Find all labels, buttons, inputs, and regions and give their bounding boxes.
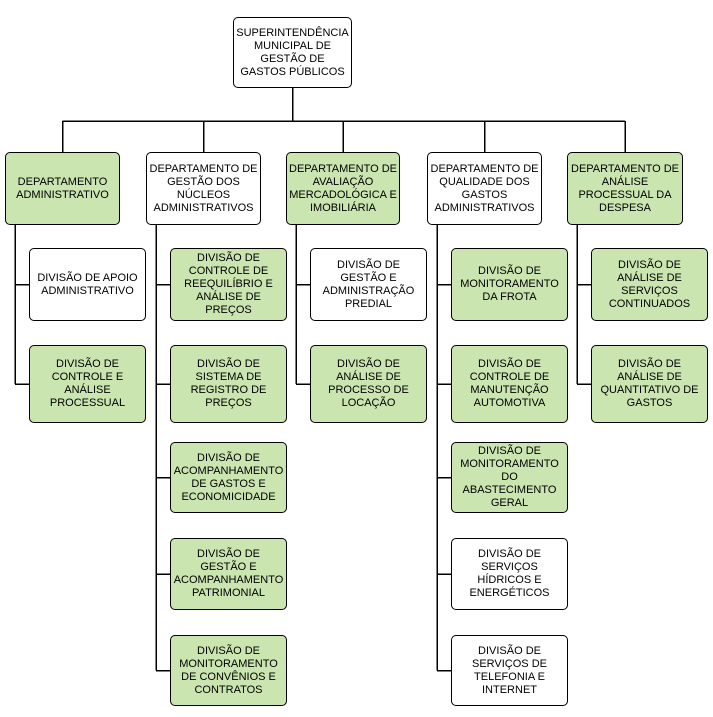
div-controle-analise-processual[interactable]: DIVISÃO DE CONTROLE E ANÁLISE PROCESSUAL (29, 345, 146, 423)
div-analise-processo-locacao[interactable]: DIVISÃO DE ANÁLISE DE PROCESSO DE LOCAÇÃ… (310, 345, 427, 423)
node-label: DIVISÃO DE MONITORAMENTO DA FROTA (460, 265, 559, 303)
node-label: DIVISÃO DE SERVIÇOS DE TELEFONIA E INTER… (472, 644, 547, 696)
div-monitoramento-convenios-contratos[interactable]: DIVISÃO DE MONITORAMENTO DE CONVÊNIOS E … (170, 635, 287, 706)
node-label: DIVISÃO DE CONTROLE E ANÁLISE PROCESSUAL (49, 358, 126, 409)
node-label: DIVISÃO DE GESTÃO E ACOMPANHAMENTO PATRI… (173, 548, 284, 599)
node-label: DIVISÃO DE CONTROLE DE MANUTENÇÃO AUTOMO… (469, 358, 550, 409)
connector-dept3-divisions (295, 225, 310, 385)
div-analise-quantitativo-gastos[interactable]: DIVISÃO DE ANÁLISE DE QUANTITATIVO DE GA… (591, 345, 708, 423)
connector-department-bus (61, 120, 626, 152)
node-label: DIVISÃO DE GESTÃO E ADMINISTRAÇÃO PREDIA… (322, 258, 415, 310)
div-monitoramento-frota[interactable]: DIVISÃO DE MONITORAMENTO DA FROTA (451, 248, 568, 321)
div-apoio-administrativo[interactable]: DIVISÃO DE APOIO ADMINISTRATIVO (29, 248, 146, 321)
node-label: DIVISÃO DE ANÁLISE DE PROCESSO DE LOCAÇÃ… (328, 358, 409, 409)
node-label: DEPARTAMENTO ADMINISTRATIVO (16, 175, 109, 201)
node-label: DEPARTAMENTO DE AVALIAÇÃO MERCADOLÓGICA … (289, 162, 397, 214)
dept-gestao-nucleos-administrativos[interactable]: DEPARTAMENTO DE GESTÃO DOS NÚCLEOS ADMIN… (146, 152, 261, 225)
node-superintendencia-municipal[interactable]: SUPERINTENDÊNCIA MUNICIPAL DE GESTÃO DE … (233, 17, 352, 88)
connector-dept2-divisions (155, 225, 170, 672)
div-servicos-telefonia-internet[interactable]: DIVISÃO DE SERVIÇOS DE TELEFONIA E INTER… (451, 635, 568, 706)
div-gestao-acompanhamento-patrimonial[interactable]: DIVISÃO DE GESTÃO E ACOMPANHAMENTO PATRI… (170, 538, 287, 610)
node-label: DIVISÃO DE MONITORAMENTO DE CONVÊNIOS E … (179, 644, 278, 696)
dept-avaliacao-mercadologica-imobiliaria[interactable]: DEPARTAMENTO DE AVALIAÇÃO MERCADOLÓGICA … (286, 152, 400, 225)
dept-qualidade-gastos-administrativos[interactable]: DEPARTAMENTO DE QUALIDADE DOS GASTOS ADM… (427, 152, 542, 225)
dept-analise-processual-despesa[interactable]: DEPARTAMENTO DE ANÁLISE PROCESSUAL DA DE… (567, 152, 683, 225)
div-acompanhamento-gastos-economicidade[interactable]: DIVISÃO DE ACOMPANHAMENTO DE GASTOS E EC… (170, 442, 287, 513)
node-label: DEPARTAMENTO DE ANÁLISE PROCESSUAL DA DE… (571, 162, 679, 214)
node-label: DIVISÃO DE ACOMPANHAMENTO DE GASTOS E EC… (173, 451, 284, 503)
div-analise-servicos-continuados[interactable]: DIVISÃO DE ANÁLISE DE SERVIÇOS CONTINUAD… (591, 248, 708, 321)
div-monitoramento-abastecimento-geral[interactable]: DIVISÃO DE MONITORAMENTO DO ABASTECIMENT… (451, 442, 568, 513)
node-label: DIVISÃO DE ANÁLISE DE SERVIÇOS CONTINUAD… (608, 258, 691, 310)
dept-administrativo[interactable]: DEPARTAMENTO ADMINISTRATIVO (5, 152, 120, 225)
node-label: DIVISÃO DE ANÁLISE DE QUANTITATIVO DE GA… (600, 358, 699, 409)
connector-dept4-divisions (436, 225, 451, 672)
node-label: DEPARTAMENTO DE QUALIDADE DOS GASTOS ADM… (430, 162, 539, 214)
div-controle-manutencao-automotiva[interactable]: DIVISÃO DE CONTROLE DE MANUTENÇÃO AUTOMO… (451, 345, 568, 423)
node-label: SUPERINTENDÊNCIA MUNICIPAL DE GESTÃO DE … (236, 26, 349, 78)
div-controle-reequilibrio-analise-precos[interactable]: DIVISÃO DE CONTROLE DE REEQUILÍBRIO E AN… (170, 248, 287, 321)
connector-dept1-divisions (14, 225, 29, 385)
node-label: DIVISÃO DE APOIO ADMINISTRATIVO (37, 271, 138, 297)
node-label: DIVISÃO DE SISTEMA DE REGISTRO DE PREÇOS (190, 358, 267, 409)
div-servicos-hidricos-energeticos[interactable]: DIVISÃO DE SERVIÇOS HÍDRICOS E ENERGÉTIC… (451, 538, 568, 610)
node-label: DIVISÃO DE CONTROLE DE REEQUILÍBRIO E AN… (184, 252, 273, 316)
node-label: DIVISÃO DE SERVIÇOS HÍDRICOS E ENERGÉTIC… (469, 548, 550, 599)
connector-dept5-divisions (576, 225, 591, 385)
div-sistema-registro-precos[interactable]: DIVISÃO DE SISTEMA DE REGISTRO DE PREÇOS (170, 345, 287, 423)
div-gestao-administracao-predial[interactable]: DIVISÃO DE GESTÃO E ADMINISTRAÇÃO PREDIA… (310, 248, 427, 321)
node-label: DEPARTAMENTO DE GESTÃO DOS NÚCLEOS ADMIN… (149, 162, 258, 214)
node-label: DIVISÃO DE MONITORAMENTO DO ABASTECIMENT… (460, 445, 559, 509)
